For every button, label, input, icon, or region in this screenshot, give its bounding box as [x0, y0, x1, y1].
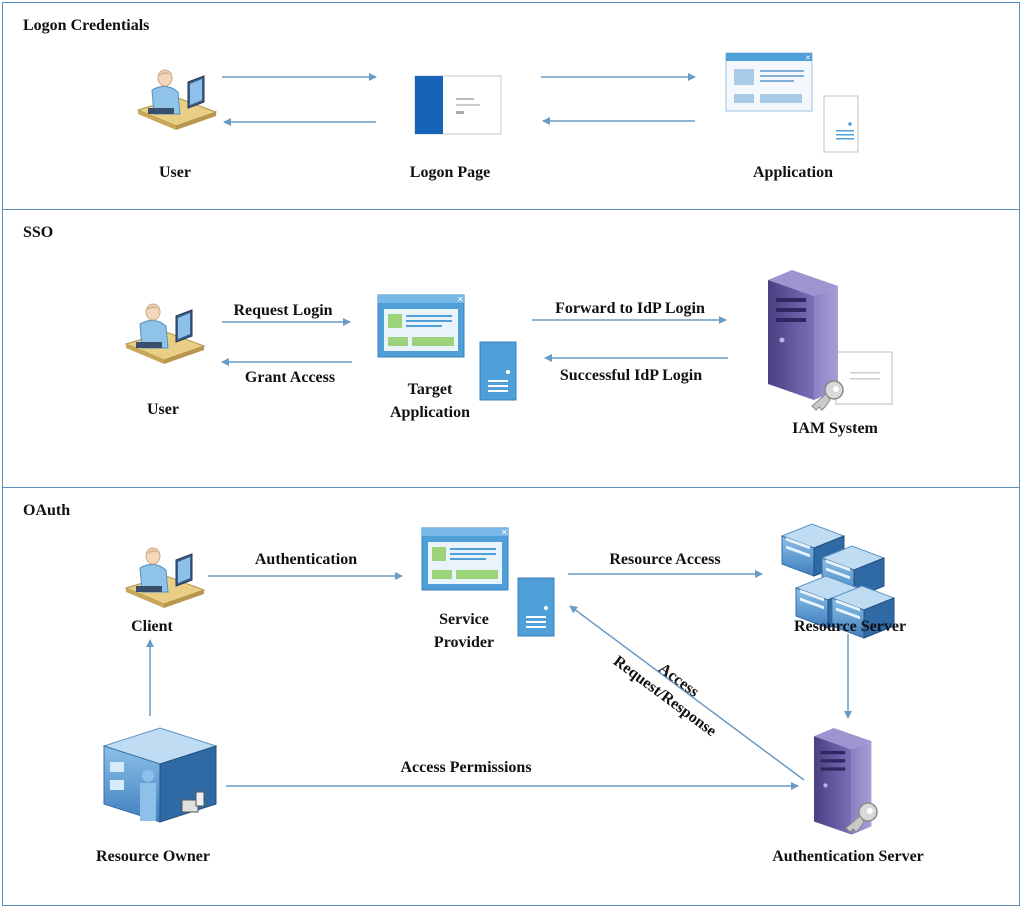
- node-label-logon-page: Logon Page: [409, 164, 491, 181]
- svg-text:✕: ✕: [805, 54, 811, 62]
- node-label-sp-line2: Provider: [433, 634, 495, 651]
- node-label-resource-owner: Resource Owner: [96, 848, 210, 865]
- panel-title-oauth: OAuth: [23, 502, 71, 519]
- node-label-resource-server: Resource Server: [793, 618, 907, 635]
- edge-label-grant-access: Grant Access: [244, 369, 336, 386]
- resource-owner-server-icon: [102, 727, 218, 823]
- edge-label-successful-idp: Successful IdP Login: [559, 367, 703, 384]
- client-workstation-icon: [125, 547, 205, 609]
- user-workstation-icon: [137, 69, 217, 131]
- panel-title-logon: Logon Credentials: [23, 17, 150, 34]
- iam-document-icon: [835, 351, 893, 405]
- node-label-application: Application: [752, 164, 833, 181]
- node-label-target-line2: Application: [389, 404, 470, 421]
- edge-label-request-login: Request Login: [233, 302, 333, 319]
- edge-label-resource-access: Resource Access: [609, 551, 721, 568]
- iam-server-tower-icon: [768, 270, 838, 400]
- edge-label-forward-idp: Forward to IdP Login: [555, 300, 705, 317]
- node-label-iam-system: IAM System: [792, 420, 878, 437]
- edge-label-access-permissions: Access Permissions: [400, 759, 532, 776]
- node-label-user: User: [147, 401, 179, 418]
- node-label-authentication-server: Authentication Server: [772, 848, 924, 865]
- arrow-access-request-response: [569, 605, 805, 781]
- node-label-sp-line1: Service: [439, 611, 489, 628]
- user-workstation-icon: [125, 303, 205, 365]
- panel-title-sso: SSO: [23, 224, 54, 241]
- edge-label-authentication: Authentication: [254, 551, 358, 568]
- application-window-icon: ✕: [725, 52, 859, 153]
- target-application-window-icon: [377, 294, 465, 358]
- logon-page-icon: [414, 75, 502, 135]
- node-label-target-line1: Target: [407, 381, 453, 398]
- node-label-client: Client: [131, 618, 173, 635]
- node-label-user: User: [159, 164, 191, 181]
- service-provider-window-icon: [421, 527, 509, 591]
